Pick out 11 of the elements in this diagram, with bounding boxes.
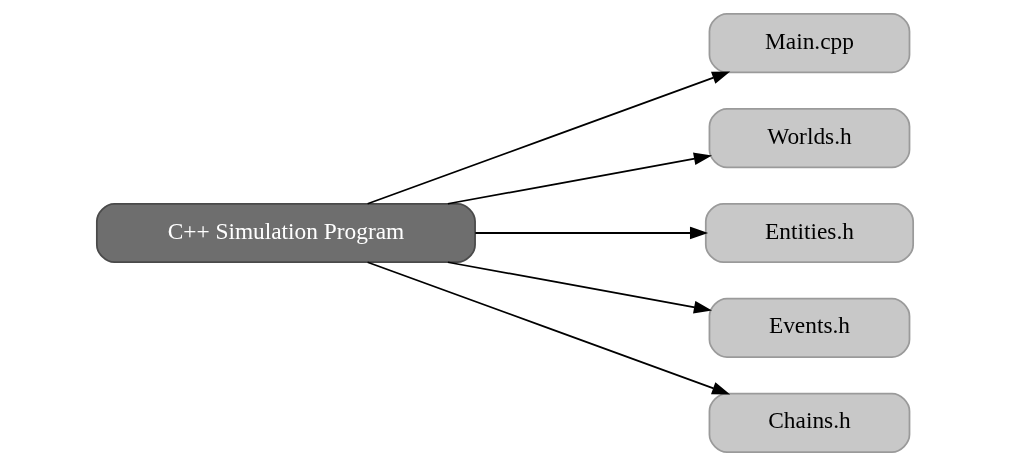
arrow [366,71,731,205]
node-box: Chains.h [708,392,911,453]
node-box: Events.h [708,297,911,358]
node-box: C++ Simulation Program [95,202,476,264]
node-box: Entities.h [704,202,915,264]
node-box: Main.cpp [708,13,911,74]
arrow [447,261,712,314]
arrow [447,152,712,205]
arrow [474,226,709,240]
node-box: Worlds.h [708,108,911,169]
arrow [366,261,731,395]
